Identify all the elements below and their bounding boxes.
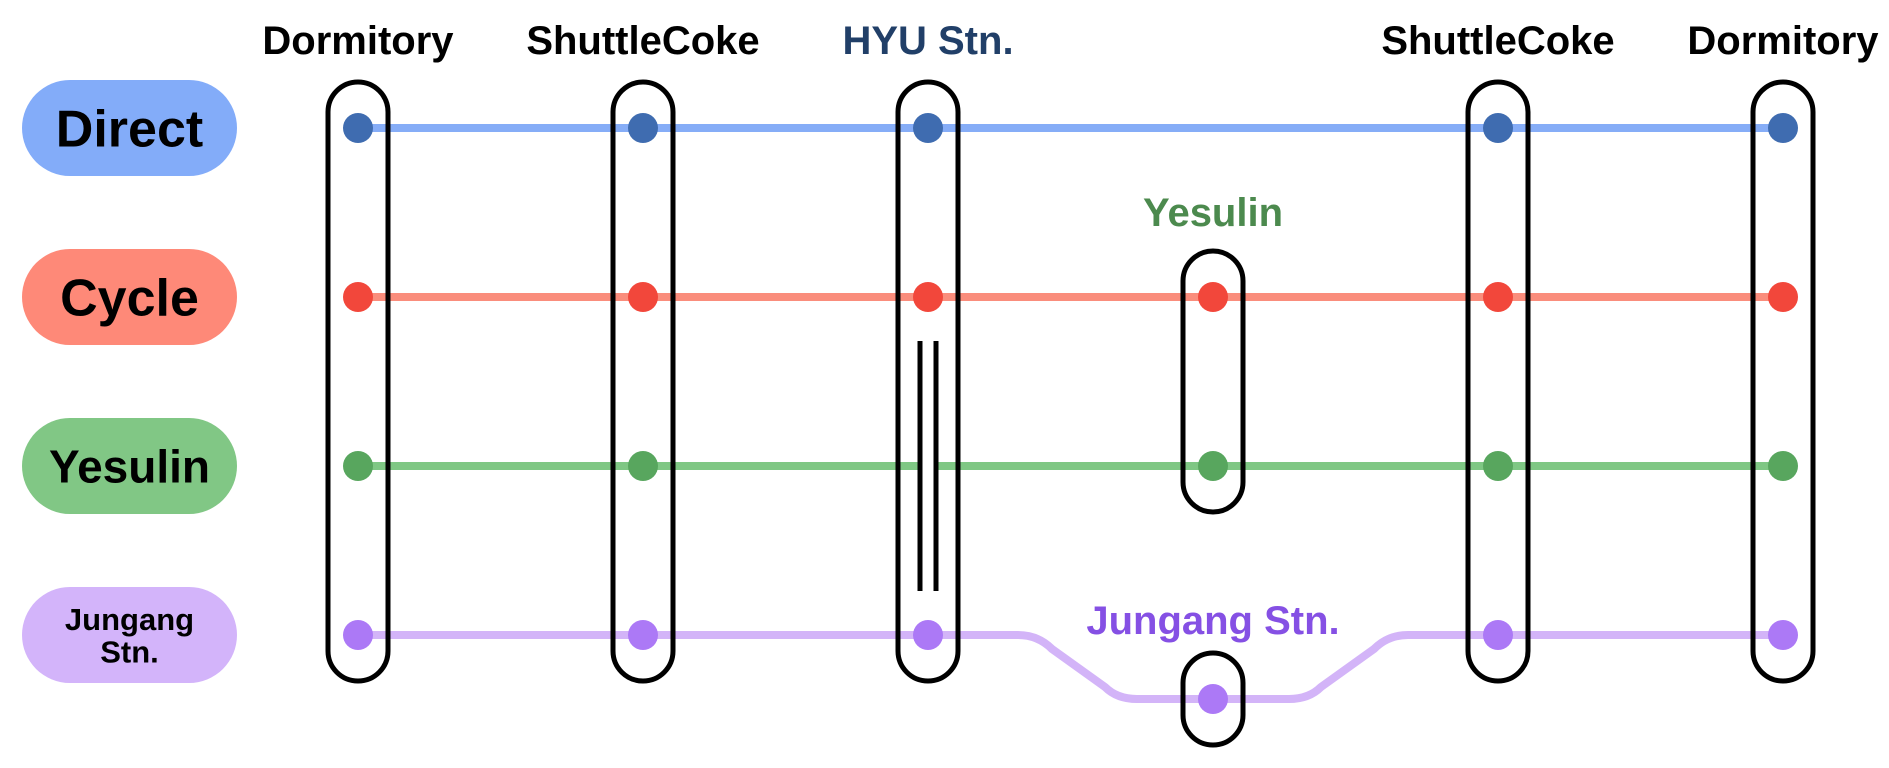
- stop-dot-jungang-dormitory-2: [1768, 620, 1798, 650]
- station-bubbles: [325, 79, 1816, 748]
- station-bubble-yesulin: [1180, 248, 1246, 515]
- stop-dot-cycle-dormitory-2: [1768, 282, 1798, 312]
- stop-dot-jungang-hyu-stn: [913, 620, 943, 650]
- stop-dot-jungang-shuttlecoke-2: [1483, 620, 1513, 650]
- station-bubble-hyu-stn: [895, 79, 961, 684]
- stop-dot-direct-shuttlecoke-1: [628, 113, 658, 143]
- stop-dot-cycle-yesulin: [1198, 282, 1228, 312]
- stop-dot-yesulin-shuttlecoke-2: [1483, 451, 1513, 481]
- stop-dot-direct-dormitory-1: [343, 113, 373, 143]
- station-label-shuttlecoke-2: ShuttleCoke: [1381, 19, 1614, 63]
- station-label-dormitory-1: Dormitory: [262, 19, 454, 63]
- station-bubble-jungang-stn: [1180, 650, 1246, 748]
- stop-dot-yesulin-dormitory-2: [1768, 451, 1798, 481]
- station-bubble-shuttlecoke-1: [610, 79, 676, 684]
- stop-dot-cycle-hyu-stn: [913, 282, 943, 312]
- route-label-jungang-line-2: Stn.: [100, 634, 159, 669]
- route-label-jungang-line-1: Jungang: [65, 602, 194, 637]
- stop-dot-yesulin-yesulin: [1198, 451, 1228, 481]
- station-labels: Dormitory ShuttleCoke HYU Stn. YesulinJunga…: [262, 19, 1879, 643]
- stop-dot-cycle-shuttlecoke-1: [628, 282, 658, 312]
- stop-dot-yesulin-dormitory-1: [343, 451, 373, 481]
- station-label-dormitory-2: Dormitory: [1687, 19, 1879, 63]
- route-pill-direct: Direct: [22, 80, 237, 176]
- route-lines: [354, 124, 1787, 703]
- stop-dot-cycle-dormitory-1: [343, 282, 373, 312]
- route-pill-yesulin: Yesulin: [22, 418, 237, 514]
- route-line-jungang: [354, 631, 1787, 703]
- station-bubble-dormitory-1: [325, 79, 391, 684]
- route-label-direct: Direct: [56, 101, 203, 159]
- stop-dot-jungang-shuttlecoke-1: [628, 620, 658, 650]
- stop-dot-jungang-dormitory-1: [343, 620, 373, 650]
- stop-dot-direct-dormitory-2: [1768, 113, 1798, 143]
- stop-dot-yesulin-shuttlecoke-1: [628, 451, 658, 481]
- station-label-shuttlecoke-1: ShuttleCoke: [526, 19, 759, 63]
- station-bubble-dormitory-2: [1750, 79, 1816, 684]
- station-label-hyu-stn: HYU Stn.: [842, 19, 1013, 63]
- transfer-connector-hyu-stn: [917, 339, 939, 593]
- route-pill-cycle: Cycle: [22, 249, 237, 345]
- route-label-yesulin: Yesulin: [49, 441, 210, 493]
- stop-dot-direct-hyu-stn: [913, 113, 943, 143]
- route-label-cycle: Cycle: [60, 270, 199, 328]
- stop-dot-direct-shuttlecoke-2: [1483, 113, 1513, 143]
- stop-dot-cycle-shuttlecoke-2: [1483, 282, 1513, 312]
- station-label-yesulin: Yesulin: [1143, 191, 1283, 235]
- stop-dot-jungang-jungang-stn: [1198, 684, 1228, 714]
- station-bubble-shuttlecoke-2: [1465, 79, 1531, 684]
- station-label-jungang-stn: Jungang Stn.: [1086, 599, 1339, 643]
- stop-dots: [343, 113, 1798, 714]
